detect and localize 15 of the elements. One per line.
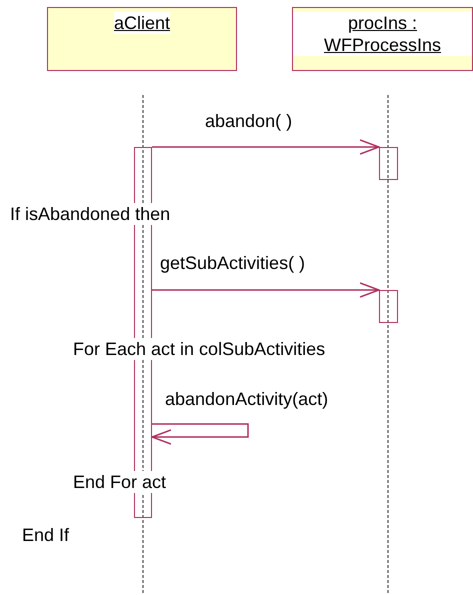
object-box bbox=[47, 7, 237, 71]
activation-bar bbox=[379, 290, 398, 323]
script-note: End For act bbox=[73, 471, 166, 493]
script-note: For Each act in colSubActivities bbox=[73, 338, 326, 360]
message-arrow bbox=[152, 139, 380, 155]
message-arrow bbox=[152, 282, 380, 298]
object-name: procIns : WFProcessIns bbox=[293, 12, 472, 56]
object-box bbox=[292, 7, 473, 71]
self-message-arrow bbox=[151, 423, 249, 445]
message-label: abandonActivity(act) bbox=[165, 388, 328, 410]
activation-bar bbox=[379, 147, 398, 180]
script-note: If isAbandoned then bbox=[10, 203, 170, 225]
message-label: getSubActivities( ) bbox=[160, 252, 306, 274]
message-label: abandon( ) bbox=[205, 110, 292, 132]
object-name: aClient bbox=[114, 12, 170, 34]
